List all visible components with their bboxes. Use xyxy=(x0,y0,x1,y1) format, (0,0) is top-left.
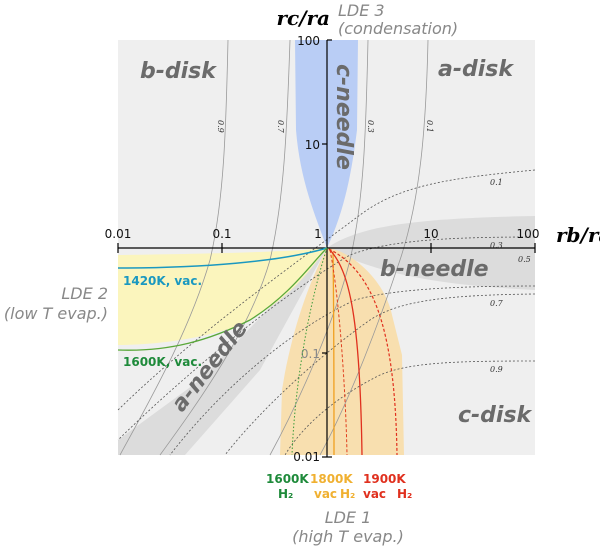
label-1800k-vac: vac xyxy=(314,487,337,501)
iso-label-0.7: 0.7 xyxy=(276,120,285,134)
b-needle-label: b-needle xyxy=(380,257,489,282)
iso-label-0.9: 0.9 xyxy=(216,120,225,133)
y-tick-10: 10 xyxy=(305,138,320,152)
lde3-title: LDE 3 xyxy=(338,1,385,20)
c-disk-label: c-disk xyxy=(458,403,533,428)
iso-lines-solid xyxy=(119,39,429,456)
y-tick-100: 100 xyxy=(297,34,320,48)
iso-label-0.1: 0.1 xyxy=(425,120,434,133)
iso-label-h-0.7: 0.7 xyxy=(490,299,504,308)
lde2-subtitle: (low T evap.) xyxy=(4,304,108,323)
iso-label-h-0.9: 0.9 xyxy=(490,365,503,374)
curve-1420k-vac xyxy=(117,247,328,269)
label-1800k-temp: 1800K xyxy=(310,472,353,486)
iso-line-0.1 xyxy=(319,39,429,456)
curve-1900k-vac xyxy=(328,248,363,456)
x-tick-1: 1 xyxy=(314,227,322,241)
iso-dotted-0.7 xyxy=(224,293,536,456)
lde1-subtitle: (high T evap.) xyxy=(292,527,404,546)
iso-line-0.3 xyxy=(269,39,369,456)
iso-dotted-0.3 xyxy=(117,236,536,441)
iso-lines-dotted xyxy=(117,169,536,456)
iso-label-h-0.5: 0.5 xyxy=(518,255,531,264)
iso-label-h-0.3: 0.3 xyxy=(490,241,503,250)
lde2-title: LDE 2 xyxy=(61,284,108,303)
iso-label-h-0.1: 0.1 xyxy=(490,178,503,187)
label-1600k-h2-temp: 1600K xyxy=(266,472,309,486)
curve-1600k-h2 xyxy=(291,247,328,456)
c-needle-label: c-needle xyxy=(331,64,356,170)
label-1900k-vac: vac xyxy=(363,487,386,501)
curve-1800k-h2 xyxy=(329,249,348,456)
lde2-region xyxy=(118,248,327,345)
y-tick-0.01: 0.01 xyxy=(293,450,320,464)
x-tick-10: 10 xyxy=(423,227,438,241)
y-axis-label: rc/ra xyxy=(276,6,330,30)
label-1900k-h2: H₂ xyxy=(397,487,412,501)
b-disk-label: b-disk xyxy=(140,59,217,84)
y-tick-0.1: 0.1 xyxy=(301,347,320,361)
x-tick-100: 100 xyxy=(517,227,540,241)
iso-dotted-0.9 xyxy=(284,360,536,456)
a-disk-label: a-disk xyxy=(438,57,514,82)
x-axis-label: rb/ra xyxy=(556,223,600,247)
iso-line-0.9 xyxy=(119,39,229,456)
iso-label-0.3: 0.3 xyxy=(366,120,375,133)
label-1600k-h2-atm: H₂ xyxy=(278,487,293,501)
a-needle-band xyxy=(118,248,327,455)
curve-1600k-vac xyxy=(117,247,328,351)
lde3-subtitle: (condensation) xyxy=(338,19,458,38)
x-tick-0.1: 0.1 xyxy=(212,227,231,241)
label-1600k-vac: 1600K, vac. xyxy=(123,355,202,369)
label-1900k-temp: 1900K xyxy=(363,472,406,486)
x-tick-0.01: 0.01 xyxy=(105,227,132,241)
lde1-title: LDE 1 xyxy=(325,508,372,527)
label-1420k-vac: 1420K, vac. xyxy=(123,274,202,288)
iso-dotted-0.5 xyxy=(169,285,536,456)
curve-1900k-h2 xyxy=(328,248,398,456)
label-1800k-h2: H₂ xyxy=(340,487,355,501)
curve-1800k-vac xyxy=(332,251,335,456)
